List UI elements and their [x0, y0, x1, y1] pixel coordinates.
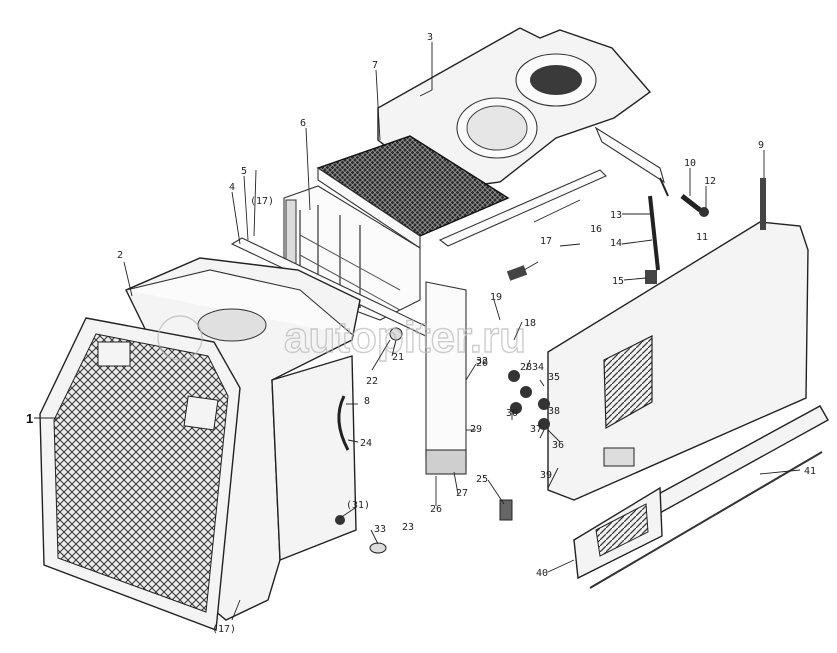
callout-26: 26 [430, 504, 442, 515]
callout-17-paren-bottom: (17) [212, 624, 236, 635]
callout-15: 15 [612, 276, 624, 287]
callout-14: 14 [610, 238, 622, 249]
callout-34: 34 [532, 362, 544, 373]
callout-30: 30 [506, 408, 518, 419]
watermark-text: autopiter.ru [284, 313, 526, 362]
callout-37: 37 [530, 424, 542, 435]
callout-33: 33 [374, 524, 386, 535]
callout-13: 13 [610, 210, 622, 221]
callout-40: 40 [536, 568, 548, 579]
callout-16: 16 [590, 224, 602, 235]
lower-skirt-panel [573, 405, 829, 589]
callout-10: 10 [684, 158, 696, 169]
callout-5: 5 [241, 166, 247, 177]
callout-1: 1 [26, 411, 33, 426]
callout-41: 41 [804, 466, 816, 477]
callout-8: 8 [364, 396, 370, 407]
right-side-panel [547, 221, 809, 501]
callout-31: (31) [346, 500, 370, 511]
top-cover-plate [377, 27, 652, 191]
callout-6: 6 [300, 118, 306, 129]
callout-25: 25 [476, 474, 488, 485]
callout-35: 35 [548, 372, 560, 383]
callout-3: 3 [427, 32, 433, 43]
callout-19: 19 [490, 292, 502, 303]
callout-7: 7 [372, 60, 378, 71]
callout-38: 38 [548, 406, 560, 417]
callout-17-paren-top: (17) [250, 196, 274, 207]
callout-labels: 1 2 3 4 5 6 7 8 9 10 11 12 13 14 15 16 1… [26, 32, 816, 635]
callout-32: 32 [476, 356, 488, 367]
callout-24: 24 [360, 438, 372, 449]
gas-spring-strut [645, 177, 669, 284]
callout-29: 29 [470, 424, 482, 435]
callout-36: 36 [552, 440, 564, 451]
callout-28: 28 [520, 362, 532, 373]
radiator-mesh [316, 135, 510, 250]
callout-12: 12 [704, 176, 716, 187]
callout-11: 11 [696, 232, 708, 243]
callout-2: 2 [117, 250, 123, 261]
callout-18: 18 [524, 318, 536, 329]
watermark: autopiter.ru [157, 312, 527, 363]
callout-17: 17 [540, 236, 552, 247]
front-grille [39, 317, 241, 631]
callout-20: 20 [476, 358, 488, 369]
callout-27: 27 [456, 488, 468, 499]
callout-9: 9 [758, 140, 764, 151]
callout-39: 39 [540, 470, 552, 481]
hardware-parts [335, 178, 766, 554]
callout-4: 4 [229, 182, 235, 193]
callout-23: 23 [402, 522, 414, 533]
leader-lines [34, 42, 801, 621]
callout-21: 21 [392, 352, 404, 363]
callout-22: 22 [366, 376, 378, 387]
support-bracket [425, 281, 467, 475]
